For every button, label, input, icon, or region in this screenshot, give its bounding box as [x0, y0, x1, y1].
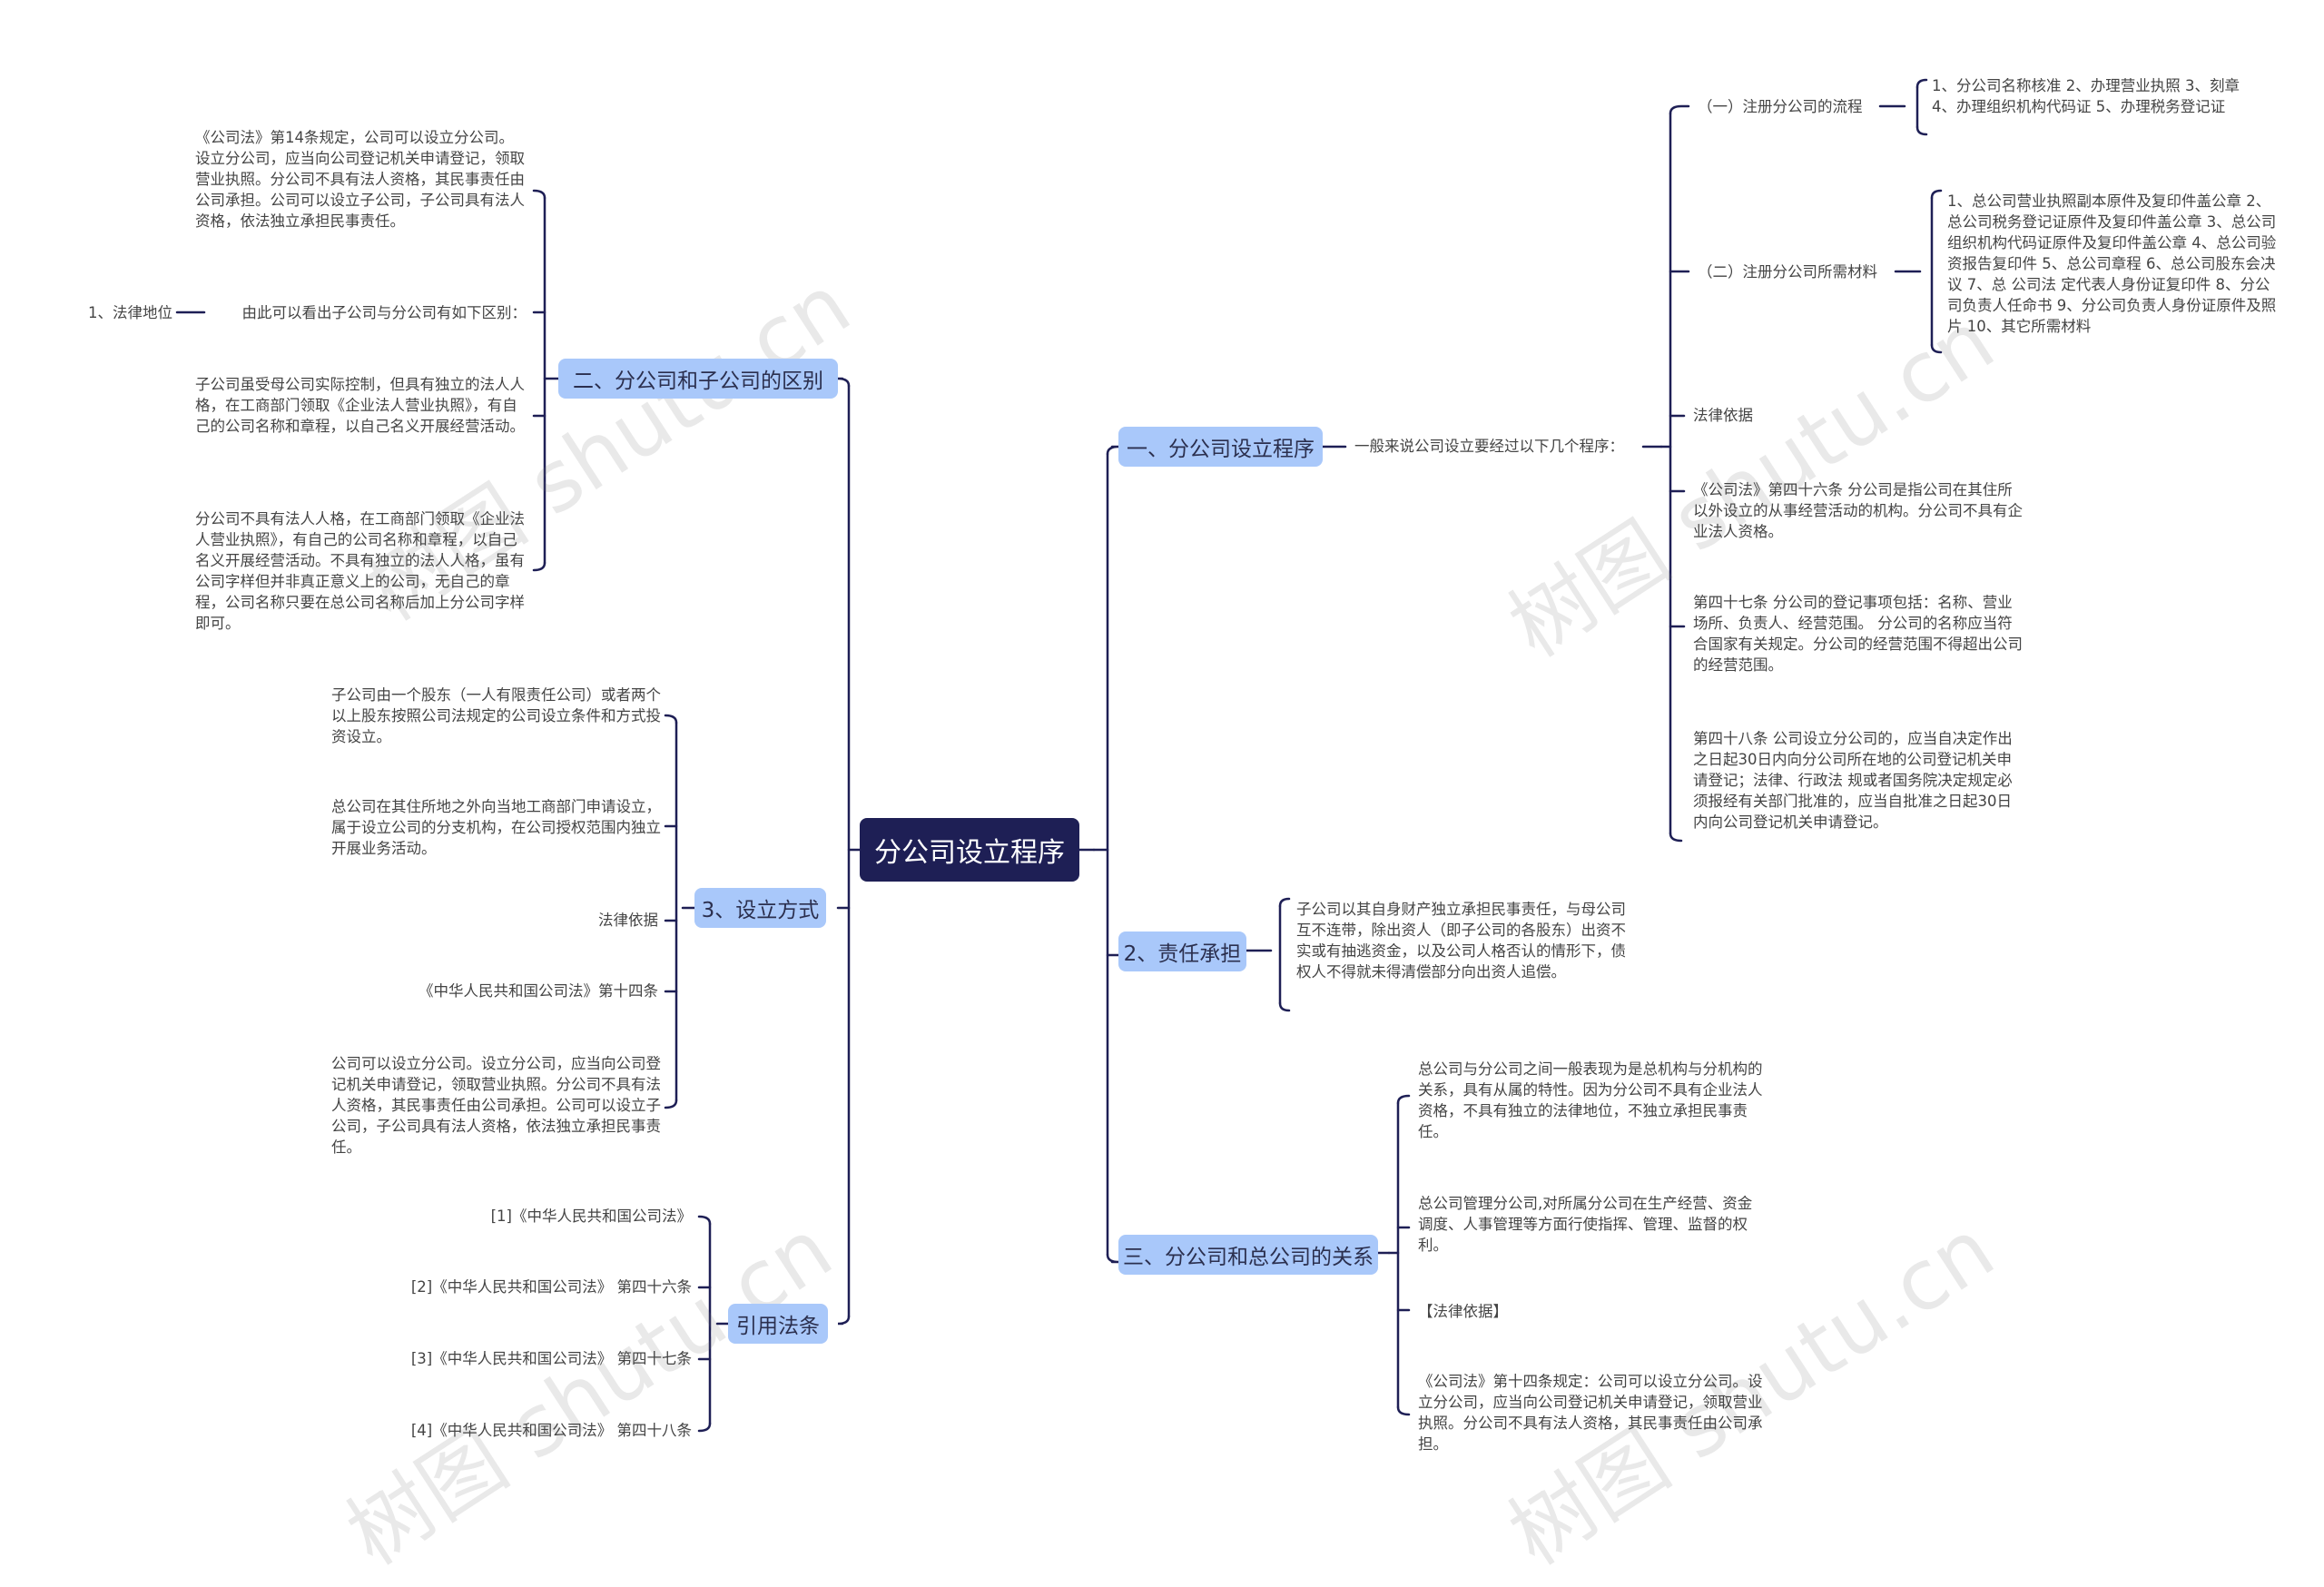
- ref-item-3: [3]《中华人民共和国公司法》 第四十七条: [410, 1350, 692, 1367]
- proc-article-47: 第四十七条 分公司的登记事项包括：名称、营业场所、负责人、经营范围。 分公司的名…: [1693, 594, 2023, 674]
- branch-proc[interactable]: 一、分公司设立程序: [1118, 427, 1323, 467]
- rel-legal-basis: 【法律依据】: [1418, 1303, 1508, 1320]
- method-legal-basis: 法律依据: [598, 912, 658, 929]
- proc-article-46: 《公司法》第四十六条 分公司是指公司在其住所以外设立的从事经营活动的机构。分公司…: [1693, 481, 2023, 540]
- branch-rel[interactable]: 三、分公司和总公司的关系: [1118, 1235, 1378, 1275]
- rel-text-4: 《公司法》第十四条规定：公司可以设立分公司。设立分公司，应当向公司登记机关申请登…: [1418, 1373, 1763, 1453]
- diff-text-3: 子公司虽受母公司实际控制，但具有独立的法人人格，在工商部门领取《企业法人营业执照…: [195, 376, 525, 435]
- method-text-5: 公司可以设立分公司。设立分公司，应当向公司登记机关申请登记，领取营业执照。分公司…: [331, 1055, 661, 1156]
- branch-method[interactable]: 3、设立方式: [694, 888, 826, 928]
- branch-resp[interactable]: 2、责任承担: [1118, 932, 1246, 971]
- proc-article-48: 第四十八条 公司设立分公司的，应当自决定作出之日起30日内向分公司所在地的公司登…: [1693, 730, 2013, 831]
- proc-legal-basis: 法律依据: [1693, 407, 1753, 424]
- method-law-article: 《中华人民共和国公司法》第十四条: [419, 982, 658, 1000]
- diff-text-4: 分公司不具有法人人格，在工商部门领取《企业法人营业执照》，有自己的公司名称和章程…: [195, 510, 525, 632]
- resp-text: 子公司以其自身财产独立承担民事责任，与母公司互不连带，除出资人（即子公司的各股东…: [1296, 901, 1626, 981]
- proc-step1-text: 1、分公司名称核准 2、办理营业执照 3、刻章 4、办理组织机构代码证 5、办理…: [1932, 77, 2240, 115]
- method-text-1: 子公司由一个股东（一人有限责任公司）或者两个以上股东按照公司法规定的公司设立条件…: [331, 686, 661, 745]
- connector-lines: [175, 78, 1943, 1433]
- method-text-2: 总公司在其住所地之外向当地工商部门申请设立，属于设立公司的分支机构，在公司授权范…: [331, 798, 661, 857]
- ref-item-1: [1]《中华人民共和国公司法》: [490, 1208, 692, 1225]
- diff-text-1: 《公司法》第14条规定，公司可以设立分公司。设立分公司，应当向公司登记机关申请登…: [195, 129, 525, 230]
- rel-text-2: 总公司管理分公司,对所属分公司在生产经营、资金调度、人事管理等方面行使指挥、管理…: [1418, 1195, 1753, 1254]
- root-node[interactable]: 分公司设立程序: [860, 818, 1079, 882]
- branch-refs[interactable]: 引用法条: [728, 1304, 828, 1344]
- proc-step1-label: （一）注册分公司的流程: [1698, 98, 1863, 115]
- diff-text-2: 由此可以看出子公司与分公司有如下区别：: [241, 304, 527, 321]
- rel-text-1: 总公司与分公司之间一般表现为是总机构与分机构的关系，具有从属的特性。因为分公司不…: [1418, 1060, 1763, 1140]
- branch-diff[interactable]: 二、分公司和子公司的区别: [558, 359, 838, 399]
- proc-step2-label: （二）注册分公司所需材料: [1698, 263, 1877, 281]
- proc-step2-text: 1、总公司营业执照副本原件及复印件盖公章 2、总公司税务登记证原件及复印件盖公章…: [1947, 192, 2277, 335]
- ref-item-4: [4]《中华人民共和国公司法》 第四十八条: [410, 1422, 692, 1439]
- diff-legal-status: 1、法律地位: [88, 304, 172, 321]
- ref-item-2: [2]《中华人民共和国公司法》 第四十六条: [410, 1278, 692, 1296]
- proc-subtitle: 一般来说公司设立要经过以下几个程序：: [1354, 438, 1624, 455]
